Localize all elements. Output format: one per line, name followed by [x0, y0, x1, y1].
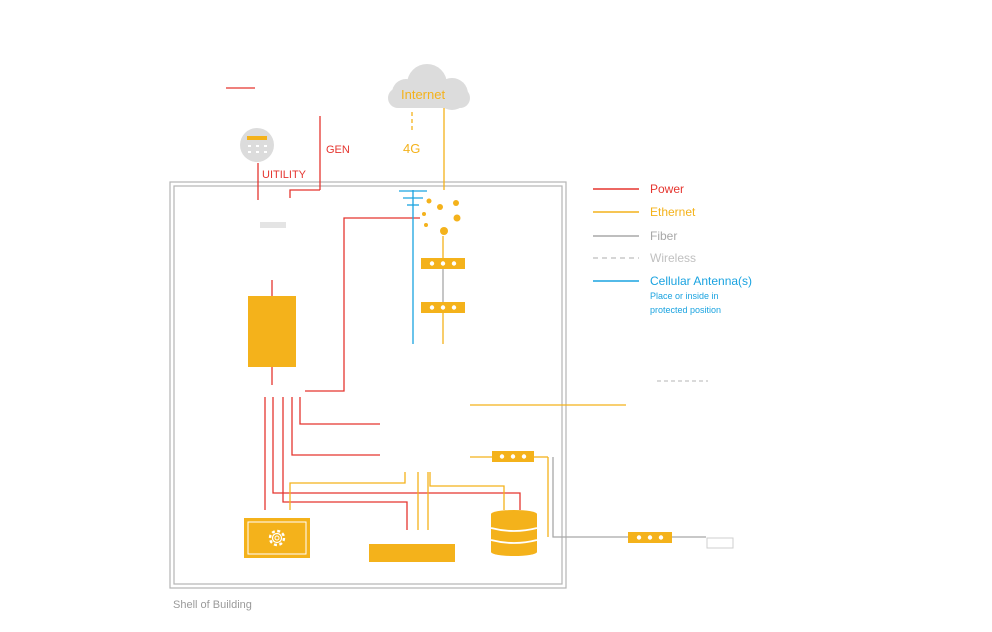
utility-meter-icon — [240, 128, 274, 162]
patch-panel-2 — [421, 302, 465, 313]
ethernet-lines — [289, 108, 626, 537]
legend-ethernet-label: Ethernet — [650, 205, 696, 219]
power-lines — [226, 87, 521, 530]
internet-label: Internet — [401, 87, 446, 102]
transfer-switch — [260, 222, 286, 228]
internet-cloud-icon — [388, 64, 470, 110]
patch-panel-3 — [492, 451, 534, 462]
hvac-unit — [244, 518, 310, 558]
gear-icon — [268, 529, 286, 547]
cellular-4g-label: 4G — [403, 141, 421, 156]
equipment-rack — [369, 544, 455, 562]
electrical-panel — [248, 296, 296, 367]
remote-device — [706, 537, 734, 549]
legend-cellular-note-2: protected position — [650, 305, 722, 315]
fiber-lines — [442, 268, 706, 538]
generator-label: GEN — [326, 144, 350, 156]
building-shell-inner — [173, 185, 563, 585]
building-shell-outer — [169, 181, 567, 589]
building-shell-label: Shell of Building — [173, 599, 252, 611]
patch-panel-remote — [628, 532, 672, 543]
cellular-antenna — [399, 190, 427, 344]
utility-label: UITILITY — [262, 169, 307, 181]
router-cluster — [422, 198, 461, 235]
storage-database-icon — [490, 510, 538, 556]
legend-cellular-note-1: Place or inside in — [650, 291, 719, 301]
legend-power-label: Power — [650, 182, 685, 196]
patch-panel-1 — [421, 258, 465, 269]
legend-wireless-label: Wireless — [650, 251, 697, 265]
legend-cellular-label: Cellular Antenna(s) — [650, 274, 753, 288]
legend-fiber-label: Fiber — [650, 229, 678, 243]
